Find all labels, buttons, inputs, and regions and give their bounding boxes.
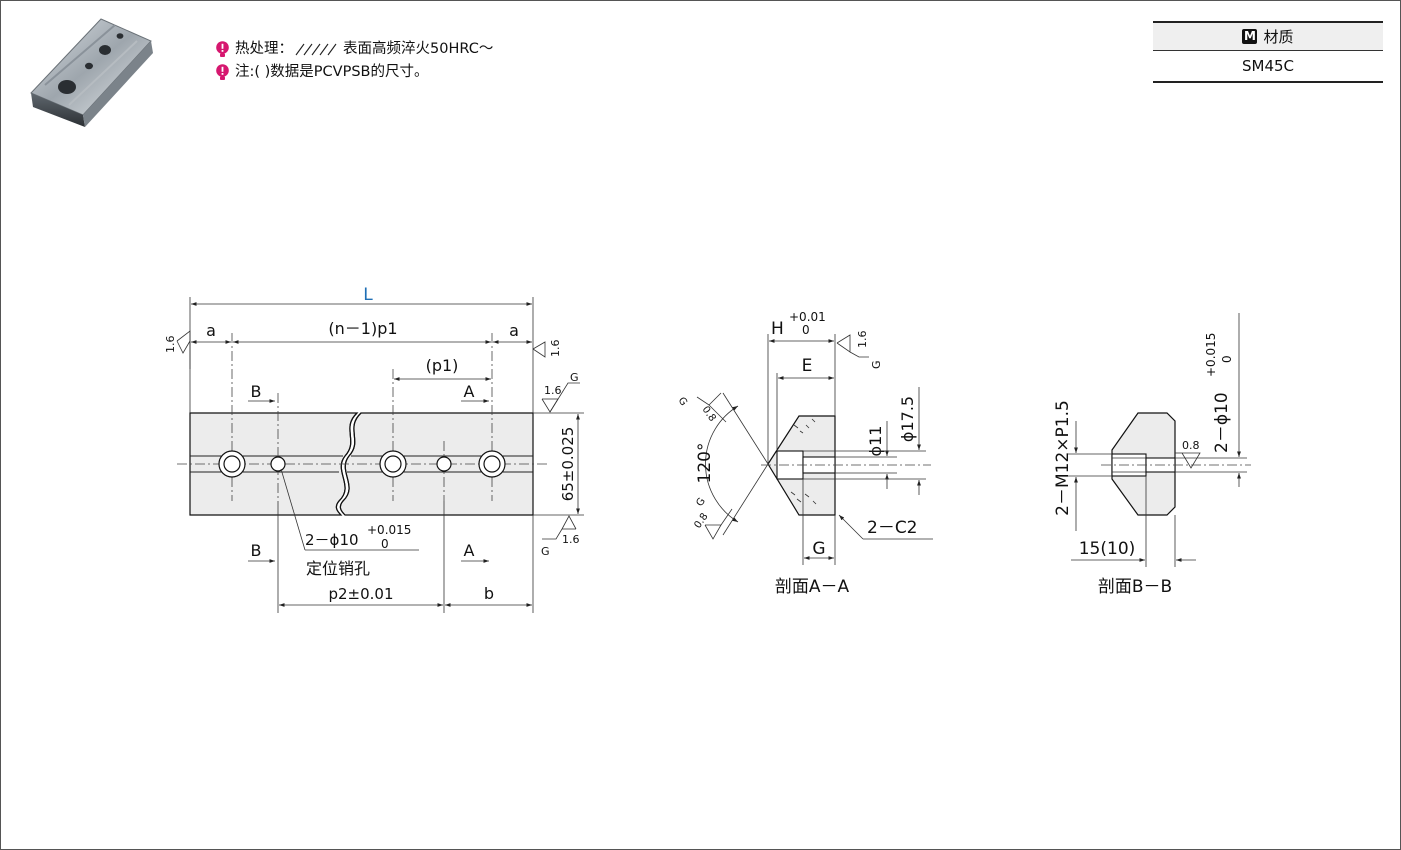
svg-text:1.6: 1.6 bbox=[544, 384, 562, 397]
svg-text:G: G bbox=[541, 545, 550, 558]
note-text: 注:( )数据是PCVPSB的尺寸。 bbox=[235, 64, 429, 80]
roughness-section-aa-top-icon: 1.6 G bbox=[836, 331, 883, 369]
section-B-bottom: B bbox=[251, 541, 262, 560]
dim-a-left: a bbox=[206, 321, 216, 340]
section-A-top: A bbox=[464, 382, 475, 401]
dim-thread: 2－M12×P1.5 bbox=[1053, 400, 1073, 516]
material-badge: M bbox=[1242, 29, 1258, 44]
roughness-left-icon: 1.6 bbox=[164, 330, 191, 369]
dim-angle: 120° bbox=[695, 443, 715, 484]
hole-bb-tol-lower: 0 bbox=[1220, 355, 1234, 363]
hatch-symbol-icon bbox=[295, 43, 337, 56]
dim-L: L bbox=[363, 285, 373, 305]
section-bb: 2－M12×P1.5 2－ϕ10 +0.015 0 0.8 15(10) 剖面B… bbox=[1053, 313, 1251, 597]
section-aa-caption: 剖面A－A bbox=[775, 577, 850, 597]
dim-height: 65±0.025 bbox=[559, 427, 577, 502]
roughness-mid-right-icon: 1.6 G bbox=[541, 371, 580, 413]
material-header: M 材质 bbox=[1153, 21, 1383, 51]
dim-phi11: ϕ11 bbox=[866, 426, 885, 457]
H-tol-lower: 0 bbox=[802, 323, 810, 337]
svg-text:G: G bbox=[870, 360, 883, 369]
roughness-bottom-right-icon: 1.6 G bbox=[541, 515, 580, 558]
heat-label: 热处理： bbox=[235, 41, 293, 57]
dim-p2: p2±0.01 bbox=[328, 585, 393, 603]
bulb-icon bbox=[216, 63, 229, 80]
heat-text: 表面高频淬火50HRC～ bbox=[343, 41, 494, 57]
product-photo bbox=[30, 18, 153, 127]
section-B-top: B bbox=[251, 382, 262, 401]
svg-text:G: G bbox=[676, 395, 689, 408]
svg-text:0.8: 0.8 bbox=[700, 404, 718, 423]
bulb-icon bbox=[216, 40, 229, 57]
section-bb-caption: 剖面B－B bbox=[1098, 577, 1172, 597]
dim-phi17-5: ϕ17.5 bbox=[898, 396, 917, 442]
svg-text:G: G bbox=[694, 496, 707, 509]
dim-depth: 15(10) bbox=[1079, 539, 1136, 559]
dim-a-right: a bbox=[509, 321, 519, 340]
roughness-top-right-icon: 1.6 bbox=[532, 340, 562, 358]
H-tol-upper: +0.01 bbox=[789, 310, 826, 324]
dim-hole-bb: 2－ϕ10 bbox=[1212, 392, 1232, 453]
pin-hole-label: 定位销孔 bbox=[306, 559, 370, 578]
dim-chamfer: 2－C2 bbox=[867, 518, 918, 538]
dimension-note: 注:( )数据是PCVPSB的尺寸。 bbox=[215, 63, 429, 81]
svg-text:0.8: 0.8 bbox=[1182, 439, 1200, 452]
roughness-angle-lower-icon: 0.8 G bbox=[692, 496, 733, 540]
heat-treatment-note: 热处理： 表面高频淬火50HRC～ bbox=[215, 40, 493, 58]
svg-text:1.6: 1.6 bbox=[856, 331, 869, 349]
dim-b: b bbox=[484, 584, 494, 603]
dim-p1: (p1) bbox=[426, 356, 459, 375]
hole-bb-tol-upper: +0.015 bbox=[1204, 333, 1218, 377]
material-value: SM45C bbox=[1153, 51, 1383, 83]
material-table: M 材质 SM45C bbox=[1153, 21, 1383, 83]
dim-hole: 2－ϕ10 bbox=[305, 531, 359, 549]
section-A-bottom: A bbox=[464, 541, 475, 560]
section-aa: H +0.01 0 1.6 G E ϕ11 bbox=[676, 310, 933, 597]
dim-n1p1: (n－1)p1 bbox=[328, 319, 397, 338]
svg-text:1.6: 1.6 bbox=[164, 336, 177, 354]
svg-text:1.6: 1.6 bbox=[549, 340, 562, 358]
roughness-section-bb-icon: 0.8 bbox=[1175, 439, 1201, 469]
front-view: L a (n－1)p1 a (p1) B A B A 65 bbox=[164, 285, 584, 613]
material-header-label: 材质 bbox=[1263, 28, 1294, 46]
dim-E: E bbox=[802, 356, 813, 376]
dim-G: G bbox=[812, 539, 825, 559]
roughness-angle-upper-icon: 0.8 G bbox=[676, 392, 727, 424]
hole-tol-upper: +0.015 bbox=[367, 523, 411, 537]
svg-text:0.8: 0.8 bbox=[692, 511, 710, 530]
svg-text:1.6: 1.6 bbox=[562, 533, 580, 546]
hole-tol-lower: 0 bbox=[381, 537, 389, 551]
dim-H: H bbox=[771, 319, 784, 339]
svg-text:G: G bbox=[570, 371, 579, 384]
